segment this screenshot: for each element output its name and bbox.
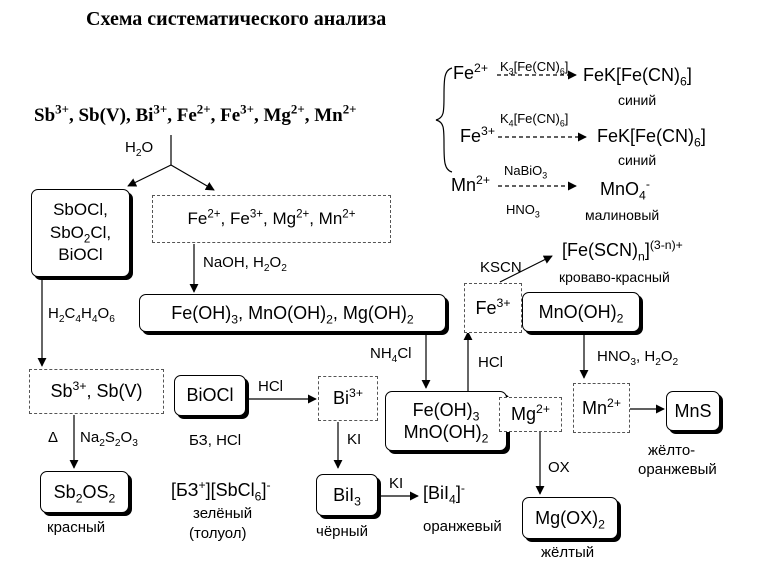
reagent-delta: Δ [48, 429, 59, 446]
reagent-nh4cl: NH4Cl [370, 345, 412, 365]
color-blue-2: синий [618, 152, 657, 168]
reagent-hcl-bi: HCl [258, 378, 283, 395]
reagent-naoh-h2o2: NaOH, H2O2 [203, 254, 287, 274]
box-sb2os2: Sb2OS2 [40, 471, 129, 513]
box-bi3: Bi3+ [318, 376, 378, 421]
reagent-ox: OX [548, 459, 570, 476]
reagent-na2s2o3: Na2S2O3 [80, 429, 138, 449]
reagent-hno3: HNO3 [506, 202, 540, 220]
box-biocl: BiOCl [174, 375, 246, 416]
page-title: Схема систематического анализа [86, 8, 387, 30]
product-bii4: [BiI4]- [423, 481, 465, 507]
box-filtrate: Fe2+, Fe3+, Mg2+, Mn2+ [152, 195, 391, 243]
complex-bz-sbcl6: [БЗ+][SbCl6]- [171, 478, 271, 504]
box-mn2: Mn2+ [573, 383, 630, 433]
arrow-kscn [499, 255, 553, 283]
box-mg2: Mg2+ [499, 397, 562, 432]
box-mnooh2: MnO(OH)2 [522, 292, 640, 332]
reagent-hno3-h2o2: HNO3, H2O2 [597, 348, 679, 368]
reagent-ki-down: KI [347, 431, 362, 448]
box-fe3: Fe3+ [464, 283, 522, 333]
color-blue-1: синий [618, 92, 657, 108]
box-feoh3-mnooh2: Fe(OH)3 MnO(OH)2 [385, 391, 507, 451]
reagent-kscn: KSCN [480, 259, 522, 276]
reagent-nabio3: NaBiO3 [504, 163, 548, 181]
ion-mn2-right: Mn2+ [451, 173, 490, 195]
reagent-h2o: H2O [125, 139, 154, 159]
arrow-to-precipitate [127, 164, 172, 187]
label-green: зелёный [193, 505, 253, 522]
product-fek-1: FeK[Fe(CN)6] [583, 65, 692, 89]
box-mns: MnS [666, 391, 720, 431]
label-black: чёрный [316, 523, 368, 540]
label-bz-hcl: БЗ, HCl [189, 432, 242, 449]
label-yellow-orange-1: жёлто- [648, 442, 696, 459]
curly-brace [435, 67, 453, 173]
arrow-to-filtrate [170, 164, 215, 191]
reagent-ki-right: KI [389, 475, 404, 492]
reagent-k3fecn6: K3[Fe(CN)6] [500, 59, 569, 77]
product-mno4: MnO4- [600, 177, 650, 203]
label-yellow-orange-2: оранжевый [638, 461, 717, 478]
top-ions: Sb3+, Sb(V), Bi3+, Fe2+, Fe3+, Mg2+, Mn2… [34, 101, 357, 126]
color-raspberry: малиновый [585, 207, 660, 223]
box-hydroxides: Fe(OH)3, MnO(OH)2, Mg(OH)2 [139, 294, 446, 332]
ion-fe3: Fe3+ [460, 124, 495, 146]
box-sb-ions: Sb3+, Sb(V) [29, 369, 164, 414]
label-red: красный [47, 519, 106, 536]
reagent-k4fecn6: K4[Fe(CN)6] [500, 111, 569, 129]
box-bii3: BiI3 [316, 474, 378, 516]
label-toluene: (толуол) [189, 525, 247, 542]
label-blood-red: кроваво-красный [559, 269, 670, 285]
box-sb-precipitate: SbOCl, SbO2Cl, BiOCl [31, 189, 130, 277]
reagent-hcl-up: HCl [478, 354, 503, 371]
ion-fe2: Fe2+ [453, 61, 488, 83]
product-fescn: [Fe(SCN)n](3-n)+ [562, 238, 683, 264]
label-orange: оранжевый [423, 518, 502, 535]
label-yellow: жёлтый [541, 544, 595, 561]
product-fek-2: FeK[Fe(CN)6] [597, 126, 706, 150]
reagent-tartaric: H2C4H4O6 [48, 305, 115, 325]
box-mgox2: Mg(OX)2 [522, 497, 618, 539]
